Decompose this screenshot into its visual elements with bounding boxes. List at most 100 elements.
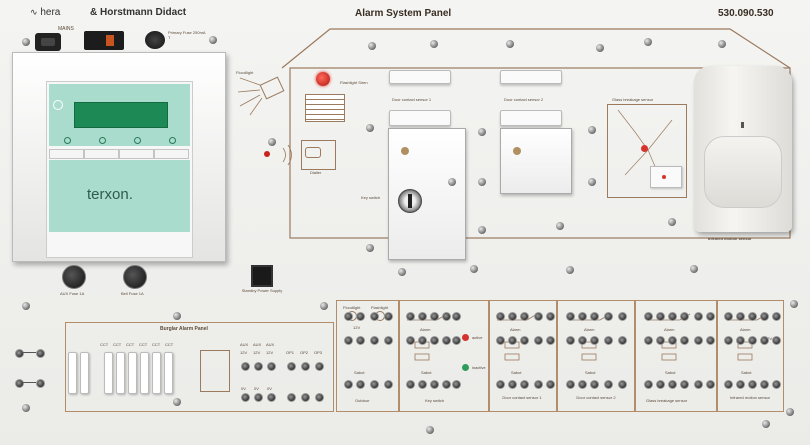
terminal-socket[interactable] — [344, 312, 353, 321]
terminal-socket[interactable] — [520, 312, 529, 321]
burglar-plug-3[interactable] — [104, 352, 113, 394]
terminal-socket[interactable] — [508, 336, 517, 345]
terminal-socket[interactable] — [384, 336, 393, 345]
terminal-socket[interactable] — [418, 336, 427, 345]
primary-fuse-holder[interactable] — [145, 31, 165, 49]
aux-socket-2[interactable] — [254, 362, 263, 371]
terminal-socket[interactable] — [656, 380, 665, 389]
terminal-socket[interactable] — [370, 312, 379, 321]
terminal-socket[interactable] — [442, 380, 451, 389]
terminal-socket[interactable] — [656, 336, 665, 345]
mains-socket[interactable] — [35, 33, 61, 51]
terminal-socket[interactable] — [356, 380, 365, 389]
terminal-socket[interactable] — [452, 312, 461, 321]
terminal-socket[interactable] — [604, 312, 613, 321]
terminal-socket[interactable] — [736, 336, 745, 345]
gnd-socket-2[interactable] — [254, 393, 263, 402]
terminal-socket[interactable] — [520, 380, 529, 389]
left-socket-1[interactable] — [15, 349, 24, 358]
terminal-socket[interactable] — [760, 336, 769, 345]
terminal-socket[interactable] — [578, 380, 587, 389]
door2-knob[interactable] — [513, 147, 521, 155]
terminal-socket[interactable] — [706, 336, 715, 345]
terminal-socket[interactable] — [496, 312, 505, 321]
terminal-socket[interactable] — [618, 380, 627, 389]
terminal-socket[interactable] — [430, 336, 439, 345]
terminal-socket[interactable] — [534, 380, 543, 389]
terminal-socket[interactable] — [430, 380, 439, 389]
burglar-plug-7[interactable] — [152, 352, 161, 394]
terminal-socket[interactable] — [370, 336, 379, 345]
burglar-plug-4[interactable] — [116, 352, 125, 394]
bell-fuse-holder[interactable] — [123, 265, 147, 289]
opt-socket-3[interactable] — [315, 362, 324, 371]
terminal-socket[interactable] — [442, 312, 451, 321]
door2-panel[interactable] — [500, 128, 572, 194]
opt-socket-2[interactable] — [301, 362, 310, 371]
terminal-socket[interactable] — [668, 380, 677, 389]
standby-power-switch[interactable] — [251, 265, 273, 287]
terminal-socket[interactable] — [604, 336, 613, 345]
terminal-socket[interactable] — [442, 336, 451, 345]
terminal-socket[interactable] — [736, 312, 745, 321]
terminal-socket[interactable] — [430, 312, 439, 321]
terminal-socket[interactable] — [534, 336, 543, 345]
burglar-plug-8[interactable] — [164, 352, 173, 394]
left-socket-3[interactable] — [15, 379, 24, 388]
terminal-socket[interactable] — [418, 312, 427, 321]
gnd-socket-1[interactable] — [241, 393, 250, 402]
terminal-socket[interactable] — [508, 312, 517, 321]
terminal-socket[interactable] — [520, 336, 529, 345]
terminal-socket[interactable] — [356, 312, 365, 321]
gnd-socket-3[interactable] — [267, 393, 276, 402]
terminal-socket[interactable] — [772, 336, 781, 345]
terminal-socket[interactable] — [668, 336, 677, 345]
terminal-socket[interactable] — [356, 336, 365, 345]
terminal-socket[interactable] — [644, 336, 653, 345]
key-switch[interactable] — [398, 189, 422, 213]
terminal-socket[interactable] — [668, 312, 677, 321]
terminal-socket[interactable] — [590, 312, 599, 321]
terminal-socket[interactable] — [748, 312, 757, 321]
opt-socket-1[interactable] — [287, 362, 296, 371]
keypad-button-2[interactable] — [84, 149, 119, 159]
left-socket-2[interactable] — [36, 349, 45, 358]
terminal-socket[interactable] — [760, 380, 769, 389]
terminal-socket[interactable] — [370, 380, 379, 389]
opt-socket-4[interactable] — [287, 393, 296, 402]
terminal-socket[interactable] — [736, 380, 745, 389]
door-knob[interactable] — [401, 147, 409, 155]
keypad-button-3[interactable] — [119, 149, 154, 159]
terminal-socket[interactable] — [546, 312, 555, 321]
aux-socket-1[interactable] — [241, 362, 250, 371]
terminal-socket[interactable] — [496, 336, 505, 345]
terminal-socket[interactable] — [748, 336, 757, 345]
keyswitch-door-panel[interactable] — [388, 128, 466, 260]
terminal-socket[interactable] — [384, 380, 393, 389]
aux-fuse-holder[interactable] — [62, 265, 86, 289]
terminal-socket[interactable] — [534, 312, 543, 321]
terminal-socket[interactable] — [406, 312, 415, 321]
terminal-socket[interactable] — [546, 380, 555, 389]
aux-socket-3[interactable] — [267, 362, 276, 371]
terminal-socket[interactable] — [578, 312, 587, 321]
terminal-socket[interactable] — [566, 336, 575, 345]
terminal-socket[interactable] — [418, 380, 427, 389]
terminal-socket[interactable] — [546, 336, 555, 345]
burglar-plug-5[interactable] — [128, 352, 137, 394]
terminal-socket[interactable] — [344, 336, 353, 345]
terminal-socket[interactable] — [578, 336, 587, 345]
terminal-socket[interactable] — [406, 336, 415, 345]
terminal-socket[interactable] — [618, 336, 627, 345]
burglar-plug-2[interactable] — [80, 352, 89, 394]
left-socket-4[interactable] — [36, 379, 45, 388]
terminal-socket[interactable] — [508, 380, 517, 389]
terminal-socket[interactable] — [590, 380, 599, 389]
terminal-socket[interactable] — [706, 380, 715, 389]
terminal-socket[interactable] — [452, 380, 461, 389]
keypad-button-4[interactable] — [154, 149, 189, 159]
terminal-socket[interactable] — [748, 380, 757, 389]
terminal-socket[interactable] — [566, 380, 575, 389]
terminal-socket[interactable] — [680, 336, 689, 345]
terminal-socket[interactable] — [496, 380, 505, 389]
